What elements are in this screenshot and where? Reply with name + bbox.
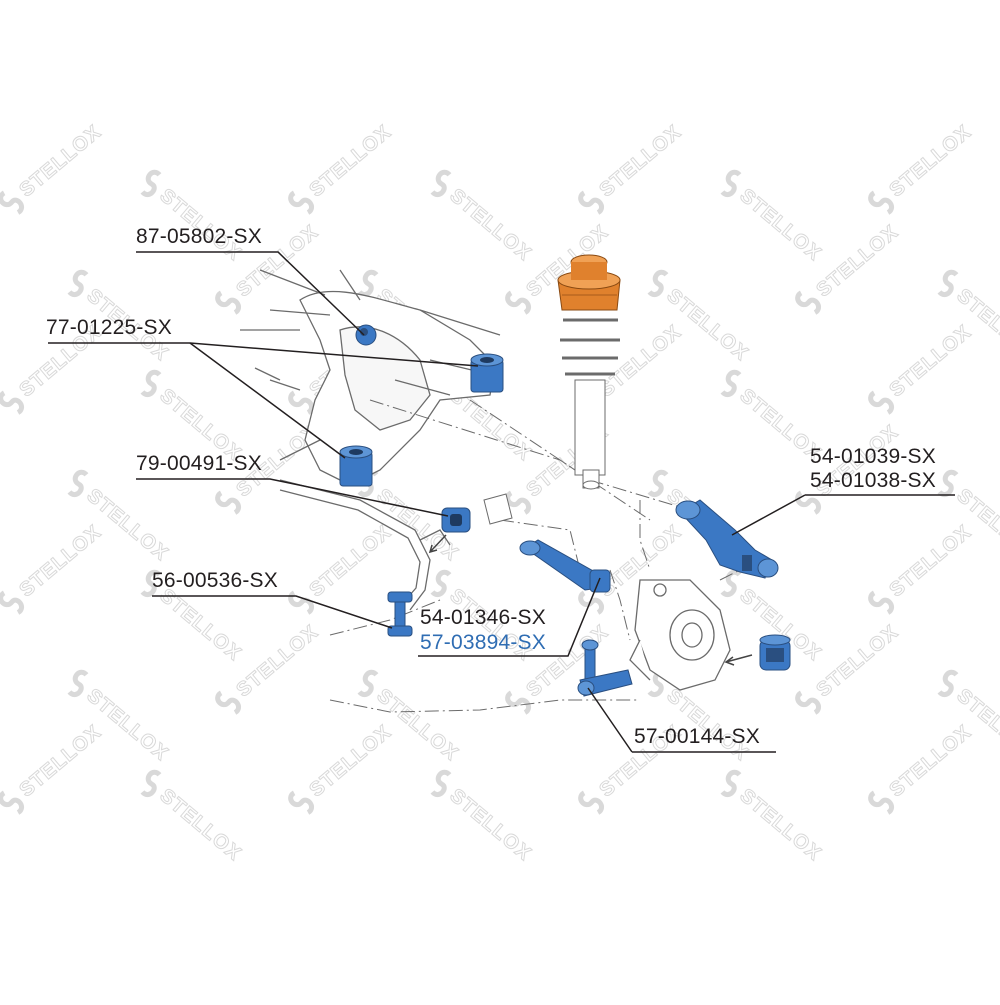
svg-text:STELLOX: STELLOX: [82, 485, 172, 566]
part-label-54-01038[interactable]: 54-01038-SX: [810, 469, 936, 492]
watermark-logo: STELLOX: [140, 769, 246, 866]
svg-text:STELLOX: STELLOX: [82, 685, 172, 766]
svg-text:STELLOX: STELLOX: [445, 785, 535, 866]
svg-text:STELLOX: STELLOX: [662, 285, 752, 366]
svg-text:STELLOX: STELLOX: [596, 321, 686, 402]
svg-text:STELLOX: STELLOX: [596, 121, 686, 202]
svg-text:STELLOX: STELLOX: [735, 185, 825, 266]
svg-text:STELLOX: STELLOX: [735, 785, 825, 866]
watermark-logo: STELLOX: [868, 320, 976, 415]
svg-text:STELLOX: STELLOX: [16, 721, 106, 802]
watermark-logo: STELLOX: [720, 769, 826, 866]
svg-text:STELLOX: STELLOX: [886, 121, 976, 202]
leader-54-01346: [418, 577, 601, 657]
leader-56-00536: [152, 595, 393, 629]
leader-87-05802: [136, 251, 365, 336]
subframe-bushing-left: [339, 445, 373, 487]
svg-text:STELLOX: STELLOX: [233, 621, 323, 702]
watermark-logo: STELLOX: [0, 720, 106, 815]
watermark-logo: STELLOX: [868, 520, 976, 615]
leader-57-00144: [587, 687, 776, 753]
watermark-logo: STELLOX: [288, 520, 396, 615]
upper-control-arm: [675, 499, 779, 579]
part-label-57-00144[interactable]: 57-00144-SX: [634, 725, 760, 748]
watermark-logo: STELLOX: [868, 720, 976, 815]
watermark-logo: STELLOX: [215, 620, 323, 715]
subframe-bushing-right: [470, 353, 504, 393]
watermark-logo: STELLOX: [578, 120, 686, 215]
stabilizer-bracket: [483, 493, 513, 525]
svg-text:STELLOX: STELLOX: [886, 321, 976, 402]
watermark-logo: STELLOX: [720, 169, 826, 266]
part-label-54-01346[interactable]: 54-01346-SX: [420, 606, 546, 629]
wheel-knuckle: [629, 579, 731, 691]
watermark-logo: STELLOX: [288, 120, 396, 215]
arrow-stabilizer: [428, 534, 447, 554]
stabilizer-link: [387, 591, 413, 637]
leader-lines: [48, 251, 955, 753]
svg-text:STELLOX: STELLOX: [886, 521, 976, 602]
stabilizer-bar: [279, 479, 451, 611]
svg-text:STELLOX: STELLOX: [445, 185, 535, 266]
watermark-logo: STELLOX: [868, 120, 976, 215]
svg-text:STELLOX: STELLOX: [813, 221, 903, 302]
svg-text:STELLOX: STELLOX: [16, 121, 106, 202]
svg-text:STELLOX: STELLOX: [16, 521, 106, 602]
svg-text:STELLOX: STELLOX: [306, 721, 396, 802]
watermark-logo: STELLOX: [795, 620, 903, 715]
part-label-54-01039[interactable]: 54-01039-SX: [810, 445, 936, 468]
lower-link: [519, 539, 611, 593]
shock-absorber: [560, 318, 620, 490]
leader-77-01225-left: [189, 342, 346, 459]
part-label-56-00536[interactable]: 56-00536-SX: [152, 569, 278, 592]
watermark-logo: STELLOX: [430, 769, 536, 866]
part-label-57-03894[interactable]: 57-03894-SX: [420, 631, 546, 654]
watermark-logo: STELLOX: [288, 720, 396, 815]
leader-79-00491: [136, 478, 449, 517]
svg-text:STELLOX: STELLOX: [372, 685, 462, 766]
part-label-87-05802[interactable]: 87-05802-SX: [136, 225, 262, 248]
subframe-bushing-small: [355, 324, 377, 346]
subframe-outline: [240, 269, 501, 486]
part-label-77-01225[interactable]: 77-01225-SX: [46, 316, 172, 339]
svg-text:STELLOX: STELLOX: [886, 721, 976, 802]
stabilizer-bushing: [441, 507, 471, 533]
svg-text:STELLOX: STELLOX: [306, 521, 396, 602]
watermark-logo: STELLOX: [795, 220, 903, 315]
knuckle-bushing: [759, 634, 791, 671]
leader-54-01039: [731, 494, 955, 536]
svg-text:STELLOX: STELLOX: [813, 621, 903, 702]
svg-text:STELLOX: STELLOX: [306, 121, 396, 202]
svg-text:STELLOX: STELLOX: [155, 785, 245, 866]
part-label-79-00491[interactable]: 79-00491-SX: [136, 452, 262, 475]
bump-stop: [557, 254, 621, 311]
arrow-knuckle-bushing: [724, 654, 753, 666]
toe-link: [577, 639, 633, 697]
watermark-logo: STELLOX: [0, 520, 106, 615]
watermark-logo: STELLOX: [0, 120, 106, 215]
watermark-logo: STELLOX: [430, 169, 536, 266]
